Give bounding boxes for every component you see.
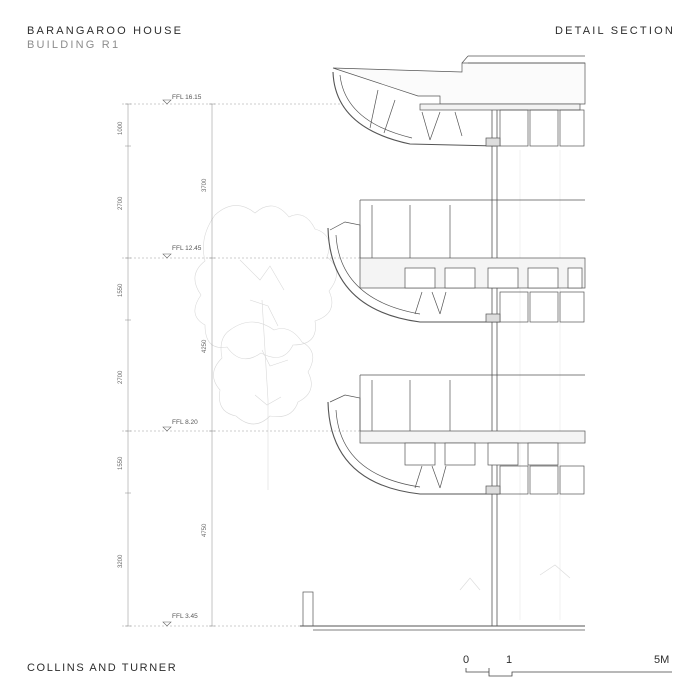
level-label-4: FFL 3.45 (172, 613, 198, 620)
firm-name: COLLINS AND TURNER (27, 662, 178, 674)
dim-outer-1: 1000 (118, 121, 124, 135)
dim-inner-1: 3700 (202, 178, 208, 192)
level-markers (162, 99, 172, 627)
scale-bar (465, 668, 672, 677)
project-title: BARANGAROO HOUSE (27, 25, 184, 37)
balcony-level-12-45 (327, 199, 586, 323)
ground-level (300, 564, 585, 631)
dim-outer-3: 1550 (118, 283, 124, 297)
building-subtitle: BUILDING R1 (27, 39, 121, 51)
tree-sketch (194, 205, 337, 490)
scale-label-1: 1 (506, 654, 512, 666)
dim-inner-3: 4750 (202, 523, 208, 537)
level-label-2: FFL 12.45 (172, 245, 202, 252)
level-label-1: FFL 16.15 (172, 94, 202, 101)
facade-column (491, 104, 498, 626)
balcony-level-8-20 (327, 374, 586, 495)
dimension-lines (125, 103, 215, 627)
dim-outer-4: 2700 (118, 370, 124, 384)
dim-outer-6: 3200 (118, 554, 124, 568)
dim-outer-2: 2700 (118, 196, 124, 210)
drawing-type-label: DETAIL SECTION (554, 25, 675, 37)
scale-label-0: 0 (463, 654, 469, 666)
level-label-3: FFL 8.20 (172, 419, 198, 426)
roof-slab (332, 55, 586, 147)
dim-inner-2: 4250 (202, 339, 208, 353)
scale-label-5m: 5M (654, 654, 669, 666)
glazing-lines (519, 150, 561, 620)
dim-outer-5: 1550 (118, 456, 124, 470)
level-lines (122, 103, 360, 627)
